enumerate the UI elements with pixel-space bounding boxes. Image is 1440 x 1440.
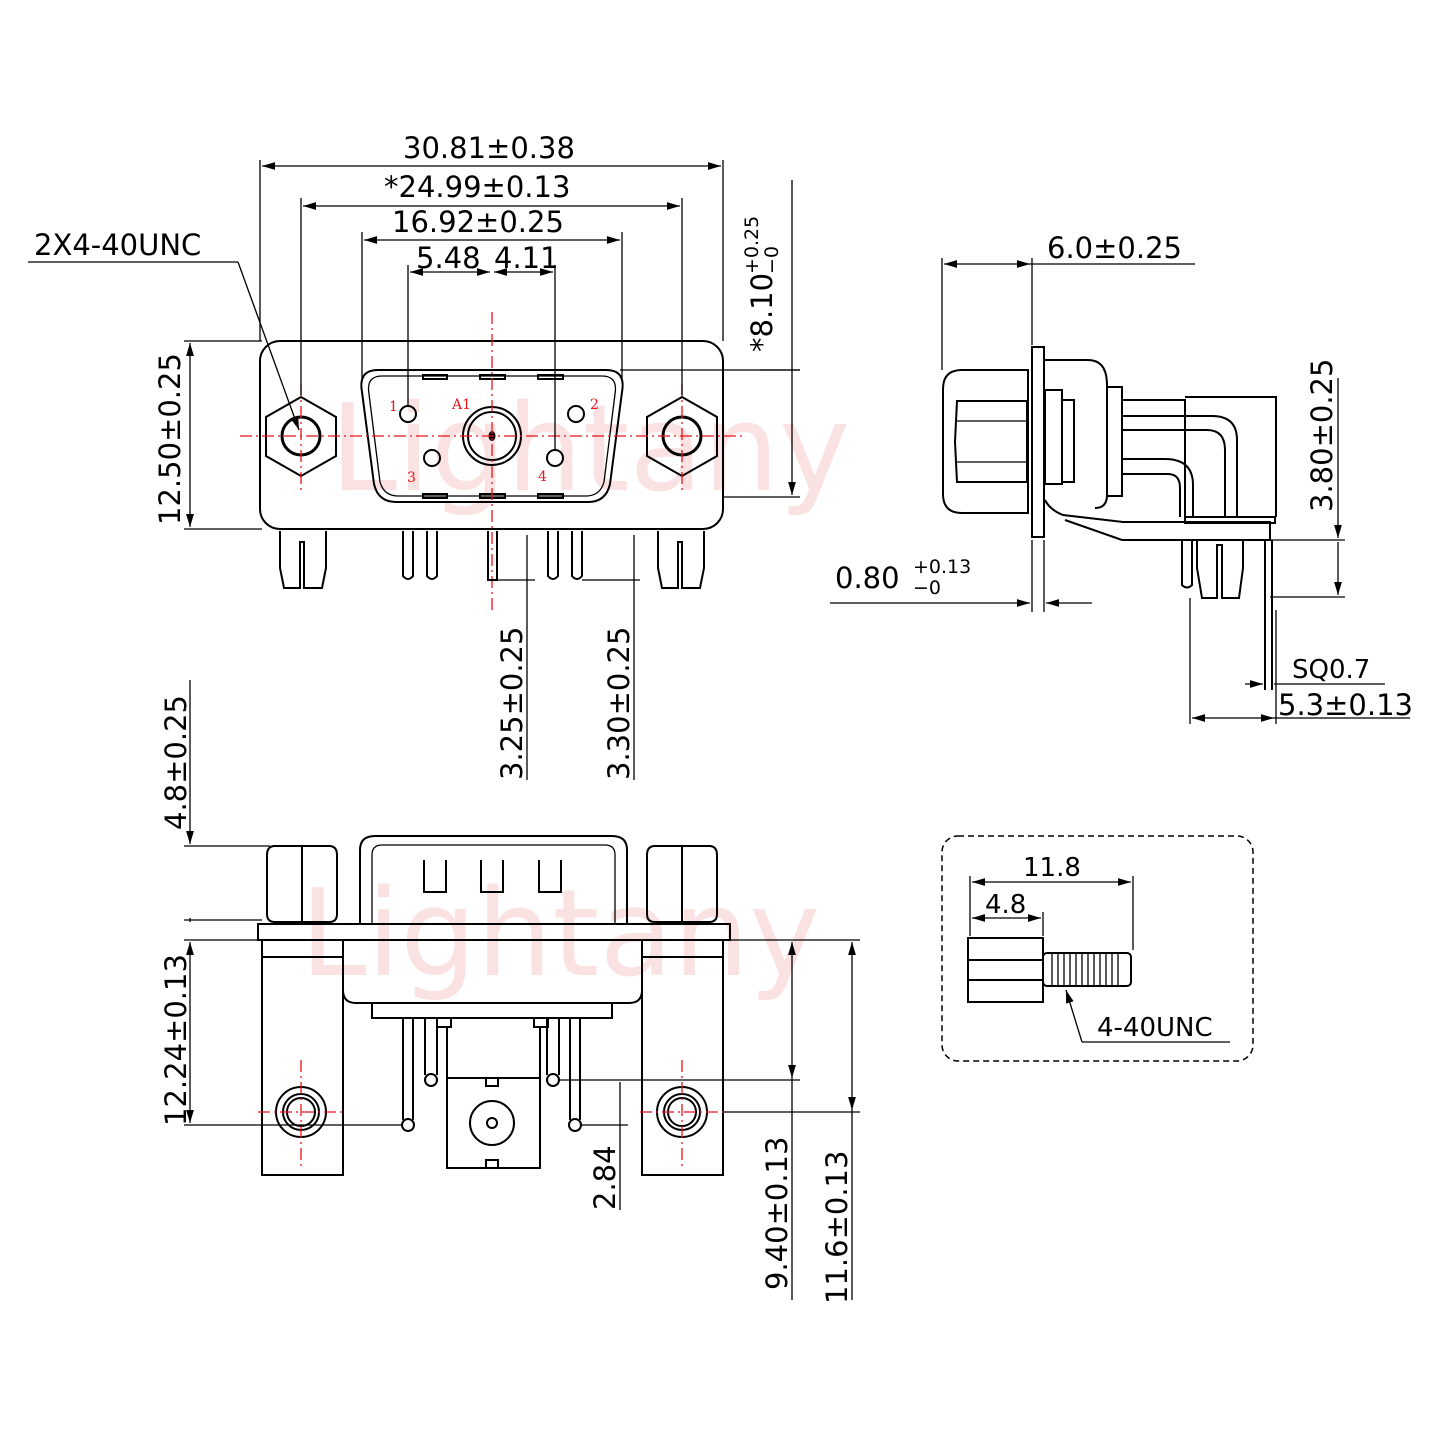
centerlines-bottom bbox=[258, 1060, 726, 1170]
dim-thread-note: 2X4-40UNC bbox=[34, 228, 201, 262]
screw-detail: 11.8 4.8 4-40UNC bbox=[941, 835, 1254, 1062]
dim-pin-offset: 3.80±0.25 bbox=[1305, 359, 1339, 512]
dim-row-spacing: 2.84 bbox=[588, 1145, 622, 1210]
dim-overall-width: 30.81±0.38 bbox=[403, 131, 575, 165]
detail-frame bbox=[941, 835, 1254, 1062]
detail-dim-lines bbox=[969, 876, 1230, 1043]
pcb-tails-front bbox=[279, 531, 705, 589]
dim-pin-tail-a: 3.25±0.25 bbox=[495, 627, 529, 780]
pin-label-4: 4 bbox=[538, 469, 547, 485]
dim-depth: 6.0±0.25 bbox=[1047, 231, 1182, 265]
pin-label-1: 1 bbox=[389, 399, 398, 415]
front-dim-lines bbox=[28, 160, 800, 780]
dim-shell-height: *8.10 +0.25 −0 bbox=[741, 216, 783, 352]
hex-nuts-bottom bbox=[266, 845, 718, 923]
dim-shell-height-main: *8.10 bbox=[745, 273, 779, 352]
dim-thread: 4-40UNC bbox=[1097, 1013, 1213, 1043]
pin-label-a1: A1 bbox=[451, 397, 471, 413]
dim-flange-thk-tol-minus: −0 bbox=[913, 577, 941, 599]
d-shell-inner bbox=[367, 375, 617, 497]
dim-flange-thk-tol-plus: +0.13 bbox=[913, 556, 971, 578]
dim-pitch-right: 4.11 bbox=[494, 241, 559, 275]
dim-flange-to-hole: 12.24±0.13 bbox=[159, 954, 193, 1126]
dim-nut-height: 4.8±0.25 bbox=[159, 695, 193, 830]
front-view: 1 A1 2 3 4 bbox=[28, 131, 800, 780]
dim-flange-height: 12.50±0.25 bbox=[153, 353, 187, 525]
side-dim-lines bbox=[830, 258, 1410, 724]
dim-shell-height-tol-minus: −0 bbox=[761, 246, 783, 274]
side-view: 6.0±0.25 0.80 +0.13 −0 3.80±0.25 SQ0.7 5… bbox=[830, 231, 1413, 724]
pin-label-3: 3 bbox=[407, 470, 416, 486]
dim-shell-width: 16.92±0.25 bbox=[392, 205, 564, 239]
dim-row-a: 9.40±0.13 bbox=[760, 1137, 794, 1290]
dim-flange-thk-main: 0.80 bbox=[835, 561, 900, 595]
pin-label-2: 2 bbox=[590, 397, 599, 413]
dim-mount-hole-pitch: *24.99±0.13 bbox=[384, 170, 570, 204]
dim-total-length: 11.8 bbox=[1023, 853, 1081, 883]
bottom-view: 4.8±0.25 12.24±0.13 2.84 9.40±0.13 11.6±… bbox=[159, 680, 860, 1304]
centerlines-front bbox=[240, 312, 742, 612]
bottom-dim-lines bbox=[184, 680, 860, 1300]
dim-pin-spacing: 5.3±0.13 bbox=[1278, 688, 1413, 722]
dim-row-b: 11.6±0.13 bbox=[820, 1151, 854, 1304]
shell-slots bbox=[423, 860, 562, 893]
pins-bottom bbox=[401, 1017, 582, 1169]
dim-shell-height-tol-plus: +0.25 bbox=[741, 216, 763, 274]
dim-flange-thickness: 0.80 +0.13 −0 bbox=[835, 556, 971, 599]
dim-pin-square: SQ0.7 bbox=[1292, 655, 1370, 685]
dim-pin-tail-b: 3.30±0.25 bbox=[602, 627, 636, 780]
dim-hex-length: 4.8 bbox=[985, 890, 1026, 920]
thread-lines bbox=[1051, 953, 1119, 986]
dim-pitch-left: 5.48 bbox=[416, 241, 481, 275]
shell-dimples bbox=[422, 374, 564, 499]
